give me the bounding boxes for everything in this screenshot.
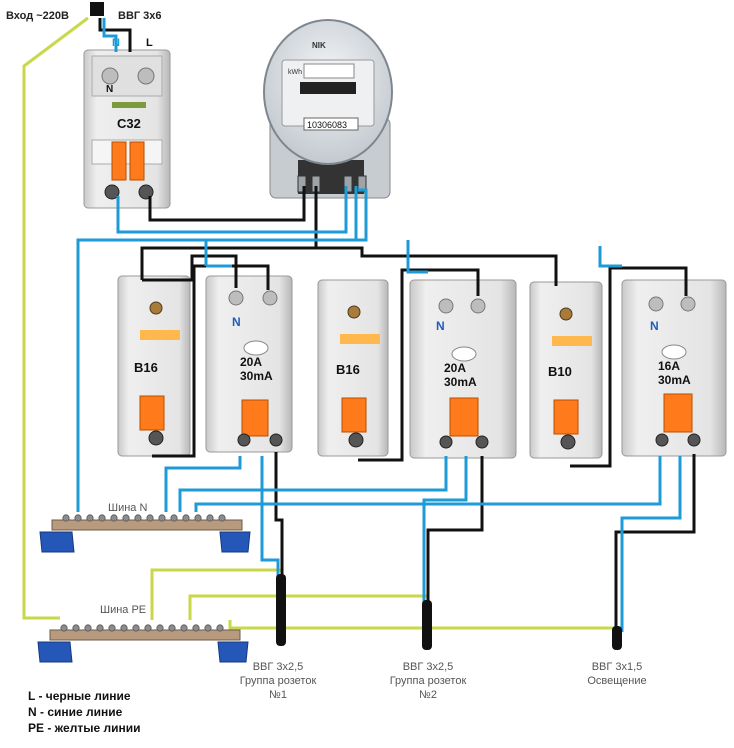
- legend-l: L - черные линие: [28, 689, 131, 703]
- bus-pe-label: Шина РЕ: [100, 604, 147, 616]
- output-3-cable: ВВГ 3х1,5: [591, 661, 643, 673]
- rcd-3-n-mark: N: [650, 319, 659, 333]
- feed-n-label: N: [112, 37, 120, 49]
- output-2-num: №2: [419, 689, 437, 701]
- output-1-num: №1: [269, 689, 287, 701]
- l-wires: [98, 18, 696, 646]
- electric-meter: [263, 19, 393, 199]
- bus-n-label: Шина N: [108, 502, 148, 514]
- rcd-2-rating: 20A: [444, 361, 466, 375]
- output-cable-ends: [276, 574, 622, 650]
- output-1-group: Группа розеток: [239, 675, 317, 687]
- feed-l-label: L: [146, 37, 153, 49]
- main-breaker: [83, 49, 171, 209]
- output-3: ВВГ 3х1,5 Освещение: [587, 660, 646, 688]
- breaker-2-rating: B16: [336, 362, 360, 377]
- meter-brand: NIK: [312, 41, 326, 50]
- output-1: ВВГ 3х2,5 Группа розеток №1: [240, 660, 317, 702]
- rcd-1-n-mark: N: [232, 315, 241, 329]
- rcd-3-rating: 16A: [658, 359, 680, 373]
- output-2-group: Группа розеток: [389, 675, 467, 687]
- output-3-group: Освещение: [587, 675, 647, 687]
- breaker-3-rating: B10: [548, 364, 572, 379]
- meter-unit: kWh: [288, 69, 302, 76]
- rcd-3-leak: 30mA: [658, 373, 691, 387]
- output-1-cable: ВВГ 3х2,5: [252, 661, 304, 673]
- bus-bar-pe: [37, 624, 249, 663]
- output-2-cable: ВВГ 3х2,5: [402, 661, 454, 673]
- input-cable-label: ВВГ 3х6: [118, 10, 162, 22]
- legend-n: N - синие линие: [28, 705, 123, 719]
- device-row: [117, 275, 727, 459]
- rcd-2-leak: 30mA: [444, 375, 477, 389]
- n-wires: [76, 18, 682, 632]
- legend-pe: PE - желтые линии: [28, 721, 141, 735]
- input-label: Вход ~220В: [6, 10, 69, 22]
- main-breaker-rating: C32: [117, 116, 141, 131]
- output-2: ВВГ 3х2,5 Группа розеток №2: [390, 660, 467, 702]
- main-breaker-n-mark: N: [106, 84, 113, 95]
- rcd-2-n-mark: N: [436, 319, 445, 333]
- feeder-cable-end: [90, 2, 104, 16]
- breaker-1-rating: B16: [134, 360, 158, 375]
- bus-bar-n: [39, 514, 251, 553]
- rcd-1-leak: 30mA: [240, 369, 273, 383]
- rcd-1-rating: 20A: [240, 355, 262, 369]
- legend: L - черные линие N - синие линие PE - же…: [28, 688, 140, 736]
- meter-reading: 10306083: [307, 120, 347, 130]
